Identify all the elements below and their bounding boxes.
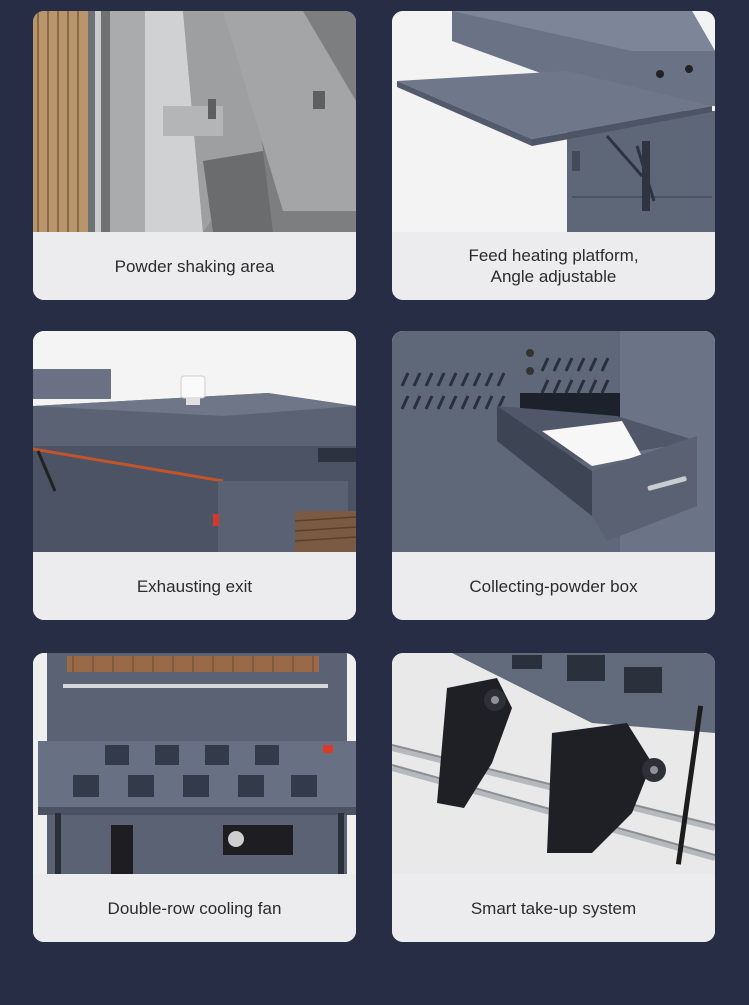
feature-caption-text: Collecting-powder box xyxy=(469,576,638,596)
feature-caption-text: Smart take-up system xyxy=(470,898,637,918)
exhausting-exit-photo xyxy=(33,331,356,552)
double-row-cooling-fan-photo xyxy=(33,653,356,874)
feed-heating-platform-photo xyxy=(392,11,715,232)
feature-caption-line-2: Angle adjustable xyxy=(490,267,617,286)
feature-caption-text: Exhausting exit xyxy=(136,576,253,596)
feature-caption: Powder shaking area xyxy=(33,232,356,300)
feature-caption: Exhausting exit xyxy=(33,552,356,620)
feature-caption: Double-row cooling fan xyxy=(33,874,356,942)
feature-card-collecting-powder-box: Collecting-powder box xyxy=(392,331,715,620)
feature-caption: Feed heating platform, Angle adjustable xyxy=(392,232,715,300)
feature-card-powder-shaking: Powder shaking area xyxy=(33,11,356,300)
feature-card-smart-take-up-system: Smart take-up system xyxy=(392,653,715,942)
smart-take-up-system-photo xyxy=(392,653,715,874)
feature-caption: Collecting-powder box xyxy=(392,552,715,620)
feature-card-exhausting-exit: Exhausting exit xyxy=(33,331,356,620)
feature-caption-line-1: Feed heating platform, xyxy=(468,246,639,265)
powder-shaking-area-photo xyxy=(33,11,356,232)
feature-caption-text: Double-row cooling fan xyxy=(107,898,282,918)
feature-card-feed-heating-platform: Feed heating platform, Angle adjustable xyxy=(392,11,715,300)
feature-caption: Smart take-up system xyxy=(392,874,715,942)
feature-caption-text: Powder shaking area xyxy=(114,256,275,276)
feature-card-double-row-cooling-fan: Double-row cooling fan xyxy=(33,653,356,942)
collecting-powder-box-photo xyxy=(392,331,715,552)
